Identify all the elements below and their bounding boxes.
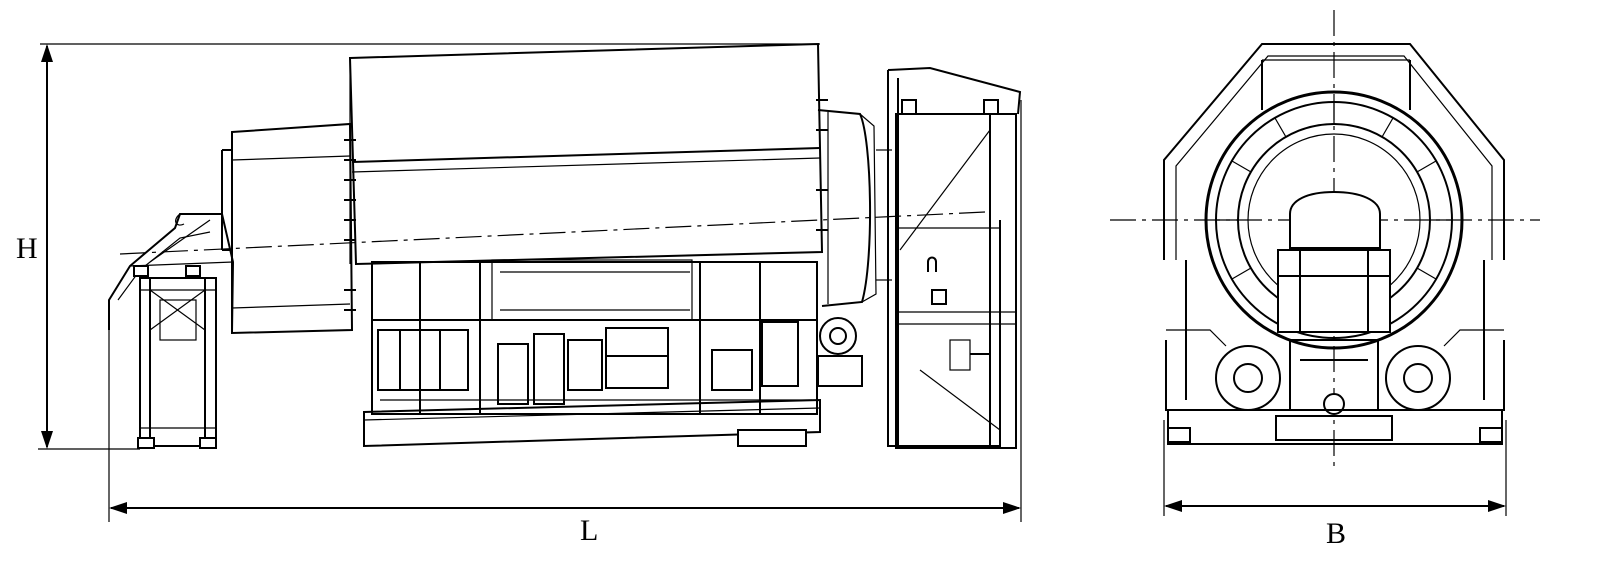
width-dimension: B	[1163, 420, 1507, 550]
side-view: H L	[16, 42, 1022, 547]
end-base	[1167, 409, 1503, 445]
base-plate	[363, 398, 821, 448]
feed-support-stand	[137, 277, 217, 449]
drive-components	[377, 317, 863, 405]
length-dimension: L	[108, 100, 1022, 547]
drum-flange-bolts	[344, 99, 828, 311]
discharge-chute	[887, 66, 1022, 449]
end-view: B	[1110, 10, 1540, 550]
height-dimension: H	[16, 43, 820, 450]
discharge-end-head	[817, 109, 892, 307]
width-label: B	[1326, 517, 1346, 550]
end-cover	[1163, 43, 1505, 260]
side-centerline	[119, 211, 986, 255]
length-label: L	[580, 514, 598, 547]
height-label: H	[16, 232, 38, 265]
mill-drum	[344, 42, 828, 311]
liner-segments	[1216, 102, 1452, 280]
feed-chute	[108, 213, 235, 333]
feed-end-head	[221, 122, 354, 335]
end-outlet	[1277, 190, 1391, 333]
